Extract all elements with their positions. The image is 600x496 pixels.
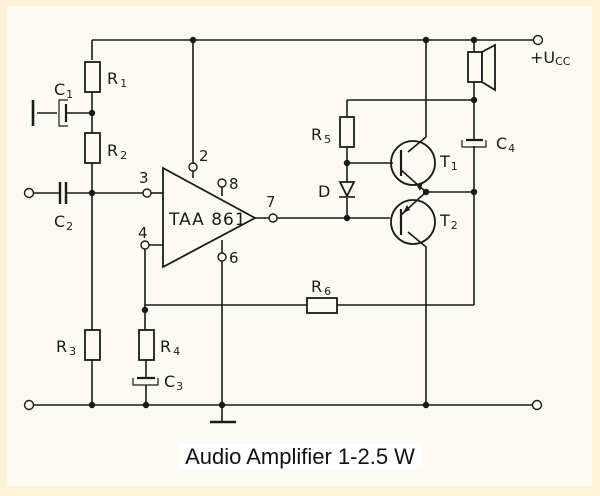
svg-text:R1: R1 [107,69,127,90]
caption-text: Audio Amplifier 1-2.5 W [179,444,421,469]
bias-wire [346,99,474,218]
svg-text:R6: R6 [311,277,331,298]
input-terminal [23,187,35,199]
input-ground-terminal [23,399,35,411]
svg-text:C2: C2 [54,212,73,233]
t2-collector-wire [407,231,427,405]
svg-text:D: D [318,182,330,201]
svg-text:R3: R3 [56,337,76,358]
diagram-caption: Audio Amplifier 1-2.5 W [0,444,600,470]
pin-6-label: 6 [229,249,239,267]
svg-text:R4: R4 [160,337,180,358]
capacitor-c4: C4 [461,134,515,155]
pin4-wire [144,244,163,405]
svg-text:R2: R2 [107,141,127,162]
amplifier-ic: TAA 861 [162,166,257,269]
pin-2-label: 2 [199,147,209,165]
ic-pins: 2 3 4 6 7 8 [138,147,278,267]
diode-icon: D [318,181,356,201]
ground-icon [210,405,236,424]
supply-ground-terminal [531,399,543,411]
ic-name: TAA 861 [168,210,247,230]
supply-terminal [532,34,544,46]
junctions [88,36,478,409]
svg-text:C1: C1 [54,80,73,101]
speaker-icon [467,43,496,92]
pin-7-label: 7 [266,193,276,211]
pin-4-label: 4 [138,224,148,242]
wires [33,39,535,406]
t1-collector-wire [407,40,427,153]
svg-text:R5: R5 [311,125,331,146]
svg-text:C3: C3 [164,372,183,393]
pin-3-label: 3 [139,169,149,187]
svg-text:T2: T2 [439,211,458,232]
pnp-transistor-icon: T2 [390,191,458,245]
supply-label: +UCC [530,48,571,68]
svg-text:T1: T1 [439,152,458,173]
npn-transistor-icon: T1 [390,140,458,193]
capacitor-c3: C3 [132,372,183,393]
svg-text:C4: C4 [496,134,515,155]
capacitor-c1: C1 [31,80,73,127]
pin-8-label: 8 [229,175,239,193]
capacitor-c2: C2 [54,182,73,233]
